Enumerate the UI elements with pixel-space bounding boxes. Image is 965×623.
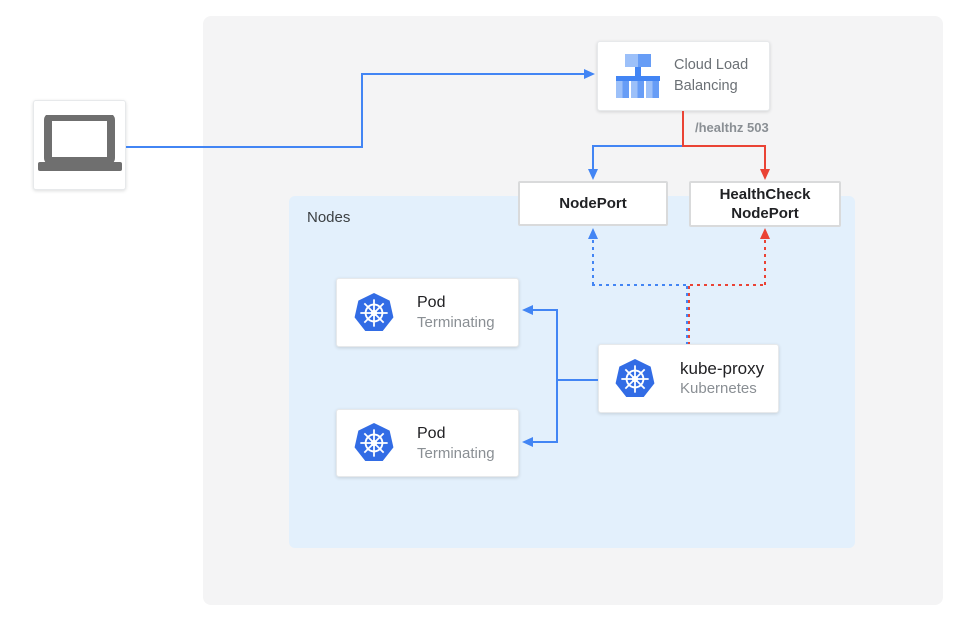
kubernetes-icon xyxy=(354,423,394,461)
connector-lb-to-healthcheck-nodeport xyxy=(764,145,766,169)
pod-status: Terminating xyxy=(417,444,495,462)
arrowhead-into-pod-1 xyxy=(522,304,533,315)
cloud-load-balancing-card: Cloud Load Balancing xyxy=(597,41,770,111)
connector-to-pod-1 xyxy=(533,309,558,311)
pod-title: Pod xyxy=(417,294,446,311)
connector-lb-healthcheck xyxy=(682,111,684,147)
connector-client-to-lb xyxy=(126,146,363,148)
nodeport-card: NodePort xyxy=(518,181,668,226)
healthcheck-nodeport-label: HealthCheck NodePort xyxy=(719,186,811,222)
healthz-status-label: /healthz 503 xyxy=(695,120,769,135)
pod-card-1: Pod Terminating xyxy=(336,278,519,347)
connector-kubeproxy-stem xyxy=(686,286,688,344)
connector-client-to-lb xyxy=(361,73,584,75)
pod-card-2: Pod Terminating xyxy=(336,409,519,477)
arrowhead-dotted-into-healthcheck-nodeport xyxy=(759,228,770,239)
arrowhead-into-load-balancer xyxy=(584,68,595,79)
connector-to-pod-2 xyxy=(533,441,558,443)
kubernetes-icon xyxy=(354,292,394,331)
kube-proxy-card: kube-proxy Kubernetes xyxy=(598,344,779,413)
connector-kubeproxy-to-nodeport xyxy=(592,284,687,286)
kube-proxy-subtitle: Kubernetes xyxy=(680,380,757,397)
healthcheck-nodeport-card: HealthCheck NodePort xyxy=(689,181,841,227)
client-card xyxy=(33,100,126,190)
connector-lb-to-nodeport xyxy=(592,145,683,147)
arrowhead-into-healthcheck-nodeport xyxy=(759,169,770,180)
load-balancer-icon xyxy=(616,54,660,98)
arrowhead-into-pod-2 xyxy=(522,436,533,447)
kube-proxy-title: kube-proxy xyxy=(680,359,765,378)
nodeport-label: NodePort xyxy=(559,195,627,212)
arrowhead-into-nodeport xyxy=(587,169,598,180)
connector-kubeproxy-to-healthcheck-nodeport xyxy=(690,284,766,286)
nodes-label: Nodes xyxy=(307,209,351,226)
connector-lb-to-nodeport xyxy=(592,145,594,169)
connector-kubeproxy-to-pods xyxy=(558,379,598,381)
connector-client-to-lb xyxy=(361,73,363,148)
cloud-load-balancing-label: Cloud Load Balancing xyxy=(674,57,749,94)
pod-status: Terminating xyxy=(417,314,495,331)
connector-kubeproxy-stem xyxy=(688,286,690,344)
connector-kubeproxy-to-nodeport xyxy=(592,240,594,286)
laptop-icon xyxy=(37,115,122,171)
connector-lb-to-healthcheck-nodeport xyxy=(682,145,766,147)
connector-kubeproxy-to-healthcheck-nodeport xyxy=(764,240,766,286)
connector-kubeproxy-to-pods xyxy=(556,309,558,443)
kubernetes-icon xyxy=(615,358,655,397)
pod-title: Pod xyxy=(417,424,446,442)
arrowhead-dotted-into-nodeport xyxy=(587,228,598,239)
